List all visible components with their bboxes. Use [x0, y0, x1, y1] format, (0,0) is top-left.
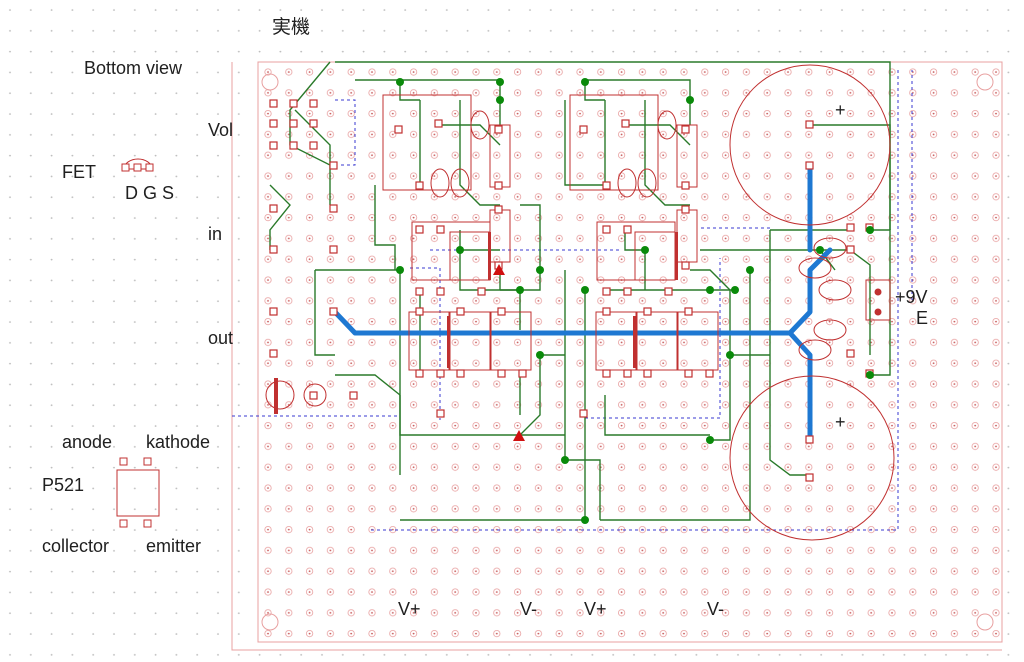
fet-pins: D G S	[125, 183, 174, 203]
test-point-markers	[493, 264, 525, 441]
optocoupler-part: P521	[42, 475, 84, 495]
kathode-label: kathode	[146, 432, 210, 452]
component-markers	[274, 232, 678, 414]
fet-legend: FET D G S	[62, 158, 174, 203]
optocoupler-legend: P521 anode kathode collector emitter	[42, 432, 210, 556]
rail-label: V-	[707, 599, 724, 619]
rail-label: V+	[584, 599, 607, 619]
vol-label: Vol	[208, 120, 233, 140]
junction-nodes	[396, 78, 874, 524]
pads	[269, 99, 874, 482]
svg-text:+: +	[835, 412, 846, 432]
svg-text:+: +	[835, 100, 846, 120]
out-label: out	[208, 328, 233, 348]
capacitor-bottom: +	[729, 375, 895, 541]
page-title: 実機	[272, 16, 310, 38]
plus-9v-label: +9V	[895, 287, 928, 307]
emitter-label: emitter	[146, 536, 201, 556]
ground-bus-trace	[332, 162, 833, 443]
capacitor-top: +	[729, 64, 891, 226]
power-connector	[874, 288, 882, 316]
rail-label: V-	[520, 599, 537, 619]
in-label: in	[208, 224, 222, 244]
rail-label: V+	[398, 599, 421, 619]
collector-label: collector	[42, 536, 109, 556]
components	[265, 94, 891, 410]
pcb-board	[231, 61, 1003, 651]
fet-label: FET	[62, 162, 96, 182]
anode-label: anode	[62, 432, 112, 452]
earth-label: E	[916, 308, 928, 328]
bottom-view-label: Bottom view	[84, 58, 183, 78]
